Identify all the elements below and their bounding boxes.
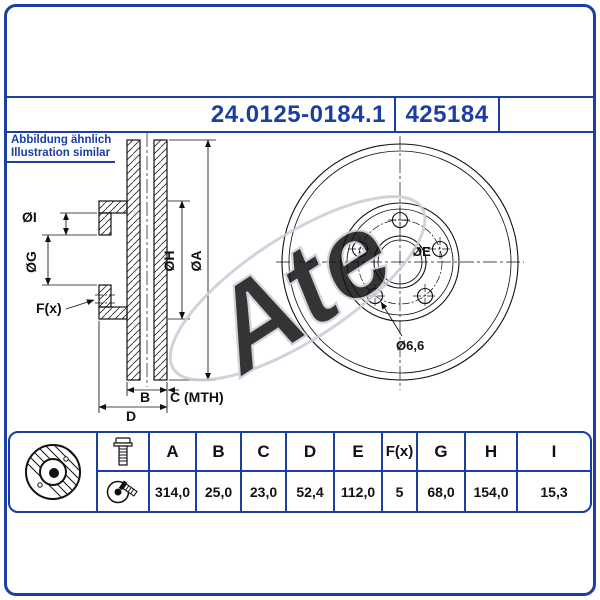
col-header-b: B bbox=[197, 433, 242, 472]
brake-disc-icon bbox=[10, 433, 98, 511]
disc-front-view: ØE Ø6,6 bbox=[276, 136, 524, 390]
value-c: 23,0 bbox=[242, 472, 287, 511]
ate-watermark: Ate bbox=[168, 183, 427, 402]
value-f: 5 bbox=[383, 472, 418, 511]
hat-flange-bottom bbox=[98, 306, 128, 320]
watermark-swoosh bbox=[168, 195, 427, 382]
value-h: 154,0 bbox=[466, 472, 518, 511]
disc-bolt-icon bbox=[98, 472, 150, 511]
hat-flange-top bbox=[98, 200, 128, 214]
dim-label-b: B bbox=[140, 389, 150, 405]
hat-wall-bottom bbox=[98, 284, 112, 308]
dim-label-d: D bbox=[126, 408, 136, 424]
col-header-f: F(x) bbox=[383, 433, 418, 472]
spec-table: A B C D E F(x) G H I 314,0 25,0 23,0 52,… bbox=[8, 431, 592, 513]
dim-label-f: F(x) bbox=[36, 300, 62, 316]
col-header-h: H bbox=[466, 433, 518, 472]
dim-label-dia-a: ØA bbox=[188, 251, 204, 272]
note-underline bbox=[5, 161, 115, 163]
disc-cross-section: ØI ØG F(x) ØH ØA B bbox=[22, 133, 224, 424]
screw-icon bbox=[98, 433, 150, 472]
value-g: 68,0 bbox=[418, 472, 466, 511]
dim-label-dia-i: ØI bbox=[22, 209, 37, 225]
title-band: 24.0125-0184.1 425184 bbox=[5, 96, 595, 133]
note-line-de: Abbildung ähnlich bbox=[11, 134, 112, 146]
dim-label-dia-g: ØG bbox=[23, 251, 39, 273]
hat-wall-top bbox=[98, 212, 112, 236]
value-a: 314,0 bbox=[150, 472, 197, 511]
title-band-spacer bbox=[500, 98, 595, 131]
col-header-d: D bbox=[287, 433, 335, 472]
friction-plate-right bbox=[153, 139, 168, 381]
col-header-i: I bbox=[518, 433, 590, 472]
dim-label-dia-h: ØH bbox=[161, 251, 177, 272]
col-header-c: C bbox=[242, 433, 287, 472]
similarity-note: Abbildung ähnlich Illustration similar bbox=[11, 134, 111, 160]
value-i: 15,3 bbox=[540, 483, 568, 500]
catalog-number: 425184 bbox=[396, 98, 500, 131]
dim-label-c: C (MTH) bbox=[170, 389, 224, 405]
value-d: 52,4 bbox=[287, 472, 335, 511]
dim-label-hole: Ø6,6 bbox=[396, 338, 424, 353]
col-header-g: G bbox=[418, 433, 466, 472]
value-b: 25,0 bbox=[197, 472, 242, 511]
col-header-e: E bbox=[335, 433, 383, 472]
friction-plate-left bbox=[126, 139, 141, 381]
col-header-a: A bbox=[150, 433, 197, 472]
watermark-text: Ate bbox=[182, 185, 416, 401]
part-number: 24.0125-0184.1 bbox=[5, 98, 396, 131]
value-e: 112,0 bbox=[335, 472, 383, 511]
note-line-en: Illustration similar bbox=[11, 147, 111, 159]
